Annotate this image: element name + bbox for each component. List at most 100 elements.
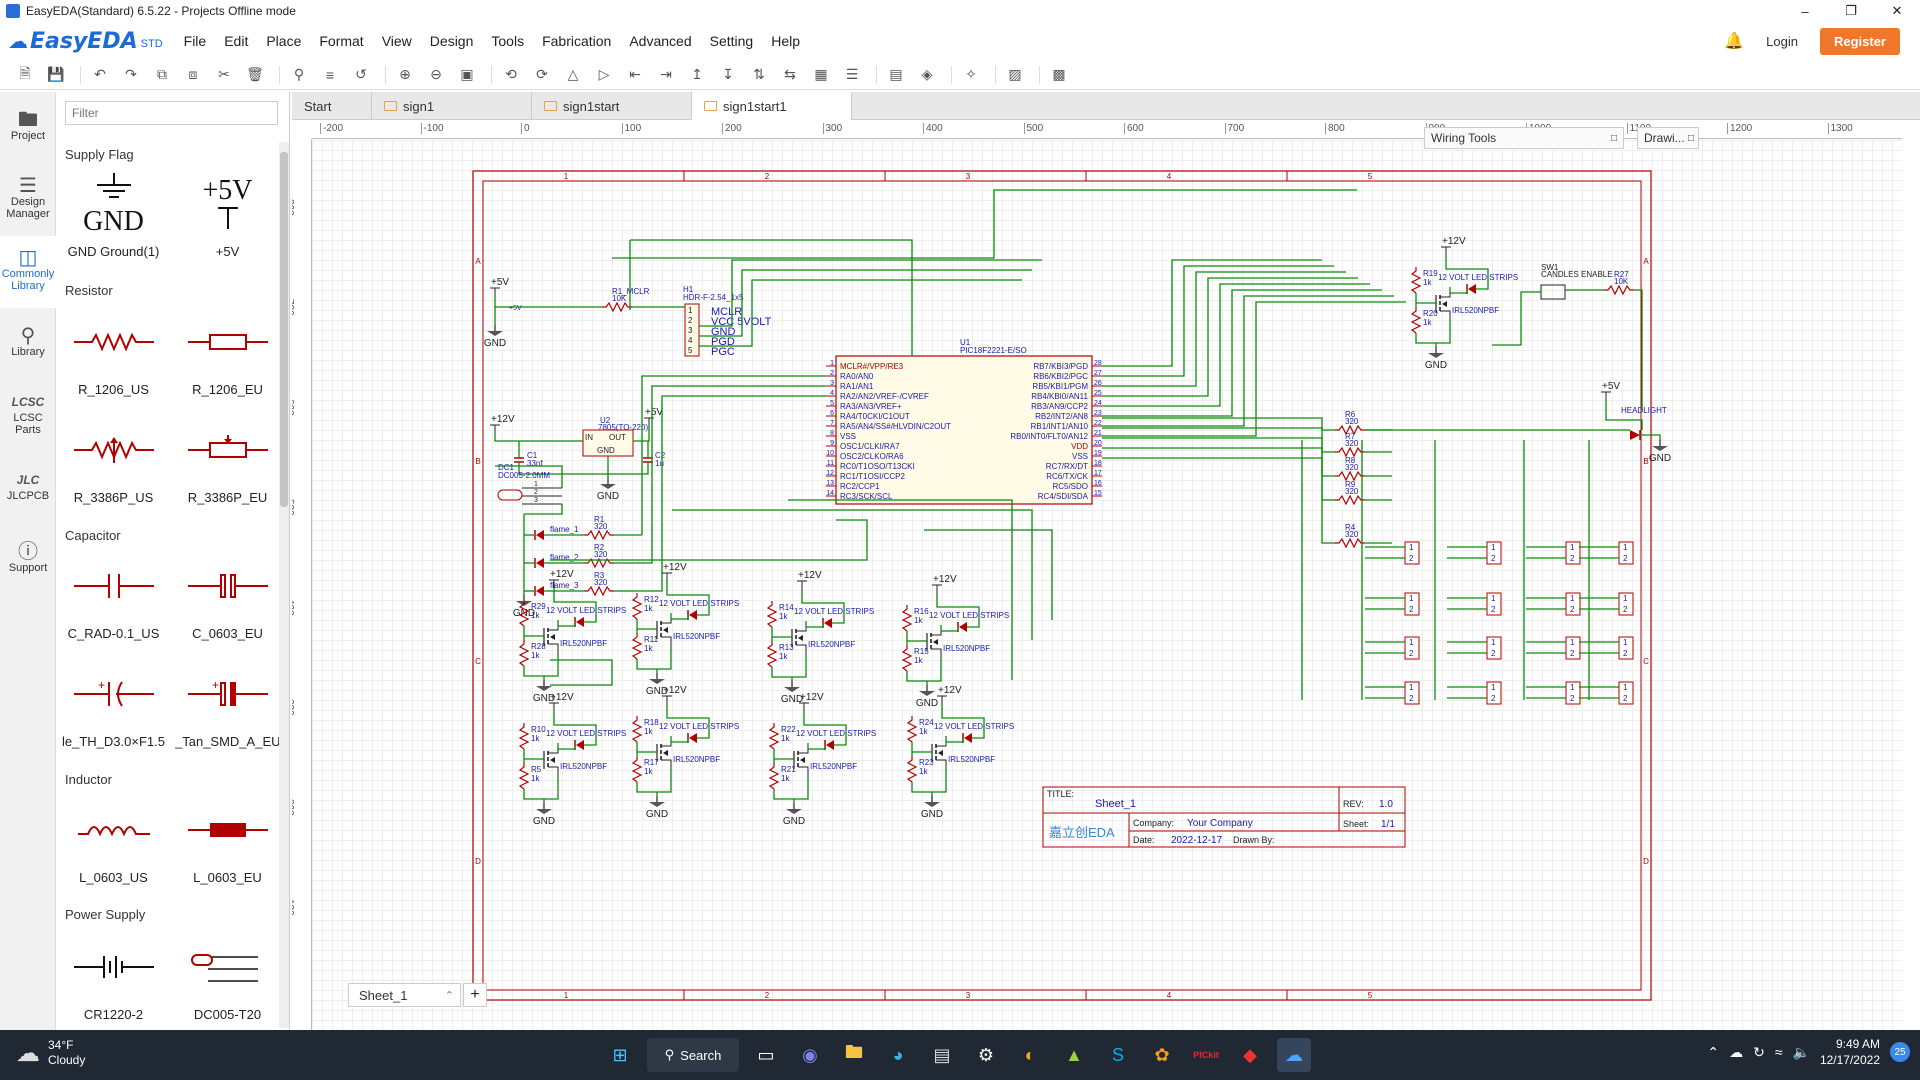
easyeda-taskbar-icon[interactable]: ☁ xyxy=(1277,1038,1311,1072)
nav-commonly-library[interactable]: ◫Commonly Library xyxy=(0,236,56,308)
connector-pin[interactable]: 2 xyxy=(1491,694,1496,703)
frame-row-label[interactable]: A xyxy=(475,257,481,266)
header-pin-number[interactable]: 4 xyxy=(688,336,693,345)
sheet-value[interactable]: 1/1 xyxy=(1381,819,1395,830)
wire[interactable] xyxy=(495,465,563,488)
strip-label[interactable]: 12 VOLT LED STRIPS xyxy=(659,599,739,608)
led-symbol[interactable] xyxy=(964,733,972,743)
resistor-value[interactable]: 1k xyxy=(644,604,653,613)
speaker-icon[interactable]: 🔈 xyxy=(1792,1043,1810,1060)
mcu-pin-name[interactable]: RB3/AN9/CCP2 xyxy=(1031,402,1088,411)
led-connector[interactable] xyxy=(1404,636,1420,660)
wire[interactable] xyxy=(924,529,1053,620)
resistor-ref[interactable]: R23 xyxy=(919,758,934,767)
minimize-button[interactable]: – xyxy=(1801,3,1809,19)
resistor-value[interactable]: 10K xyxy=(612,294,627,303)
mosfet-symbol[interactable] xyxy=(663,750,668,756)
led-label[interactable]: flame_1 xyxy=(550,525,579,534)
mosfet-symbol[interactable] xyxy=(931,648,942,659)
gnd-label[interactable]: GND xyxy=(781,694,803,705)
rev-label[interactable]: REV: xyxy=(1343,799,1364,809)
mosfet-label[interactable]: IRL520NPBF xyxy=(673,632,720,641)
wire[interactable] xyxy=(670,736,689,743)
chevron-up-icon[interactable]: ⌃ xyxy=(444,989,454,1002)
resistor-ref[interactable]: R4 xyxy=(1345,523,1356,532)
connector-pin[interactable]: 1 xyxy=(1623,638,1628,647)
wiring-tools-panel[interactable]: Wiring Tools□ xyxy=(1424,127,1624,149)
led-connector[interactable] xyxy=(1486,592,1502,616)
resistor-symbol[interactable] xyxy=(602,301,632,313)
headlight-led[interactable] xyxy=(1630,430,1640,440)
mcu-pin-number[interactable]: 14 xyxy=(826,490,834,497)
connector-pin[interactable]: 2 xyxy=(1623,649,1628,658)
resistor-symbol[interactable] xyxy=(1410,267,1422,294)
led-symbol[interactable] xyxy=(576,740,584,750)
connector-pin[interactable]: 1 xyxy=(1623,543,1628,552)
wire[interactable] xyxy=(557,743,576,750)
close-button[interactable]: ✕ xyxy=(1891,3,1903,18)
headlight-label[interactable]: HEADLIGHT xyxy=(1621,406,1667,415)
frame-column-label[interactable]: 4 xyxy=(1167,172,1172,181)
mosfet-symbol[interactable] xyxy=(661,636,672,647)
capacitor-ref[interactable]: C2 xyxy=(655,451,666,460)
resistor-value[interactable]: 1k xyxy=(531,734,540,743)
app-icon[interactable]: ▲ xyxy=(1065,1044,1083,1065)
resistor-value[interactable]: 1k xyxy=(781,774,790,783)
led-connector[interactable] xyxy=(1486,636,1502,660)
find-icon[interactable]: ⚲ xyxy=(293,66,305,82)
find-similar-icon[interactable]: ↺ xyxy=(355,66,367,82)
resistor-value[interactable]: 320 xyxy=(594,550,608,559)
resistor-value[interactable]: 1k xyxy=(914,616,923,625)
cut-icon[interactable]: ✂ xyxy=(218,66,230,82)
mcu-pin-number[interactable]: 22 xyxy=(1094,420,1102,427)
header-pin-name[interactable]: VCC 5VOLT xyxy=(711,316,772,328)
wire[interactable] xyxy=(550,659,613,686)
resistor-symbol[interactable] xyxy=(766,601,778,628)
align-grid-icon[interactable]: ▦ xyxy=(814,66,828,82)
mcu-pin-number[interactable]: 12 xyxy=(826,470,834,477)
resistor-ref[interactable]: R19 xyxy=(1423,269,1438,278)
gnd-label[interactable]: GND xyxy=(533,816,555,827)
gnd-symbol[interactable] xyxy=(536,686,552,691)
flip-vertical-icon[interactable]: ▷ xyxy=(598,66,610,82)
gnd-label[interactable]: GND xyxy=(1649,453,1671,464)
mcu-pin-name[interactable]: RC4/SDI/SDA xyxy=(1038,492,1089,501)
resistor-value[interactable]: 320 xyxy=(594,578,608,587)
wire[interactable] xyxy=(630,239,913,356)
power-label[interactable]: +12V xyxy=(798,570,822,581)
resistor-ref[interactable]: R14 xyxy=(779,603,794,612)
connector-pin[interactable]: 1 xyxy=(1623,594,1628,603)
power-label[interactable]: +12V xyxy=(491,414,515,425)
find-replace-icon[interactable]: ≡ xyxy=(325,66,335,83)
mosfet-symbol[interactable] xyxy=(548,620,559,631)
mosfet-symbol[interactable] xyxy=(933,639,938,645)
connector-pin[interactable]: 2 xyxy=(1409,694,1414,703)
windows-start-icon[interactable]: ⊞ xyxy=(612,1044,628,1065)
frame-column-label[interactable]: 5 xyxy=(1368,172,1373,181)
power-label[interactable]: +5V xyxy=(645,407,663,418)
resistor-symbol[interactable] xyxy=(518,723,530,750)
header-part[interactable]: HDR-F-2.54_1x5 xyxy=(683,293,744,302)
mosfet-symbol[interactable] xyxy=(661,736,672,747)
mcu-ref[interactable]: U1 xyxy=(960,338,971,347)
led-connector[interactable] xyxy=(1565,541,1581,565)
connector-pin[interactable]: 1 xyxy=(1570,683,1575,692)
wire[interactable] xyxy=(773,777,809,800)
strip-label[interactable]: 12 VOLT LED STRIPS xyxy=(1438,273,1518,282)
resistor-symbol[interactable] xyxy=(768,763,780,790)
nav-library[interactable]: ⚲Library xyxy=(0,308,56,380)
mosfet-symbol[interactable] xyxy=(798,743,809,754)
frame-column-label[interactable]: 3 xyxy=(966,172,971,181)
menu-view[interactable]: View xyxy=(381,33,412,49)
task-view-icon[interactable]: ▭ xyxy=(757,1044,775,1065)
restore-icon[interactable]: □ xyxy=(1687,132,1694,144)
mosfet-symbol[interactable] xyxy=(796,621,807,632)
company-label[interactable]: Company: xyxy=(1133,818,1174,828)
nav-project[interactable]: 🖿Project xyxy=(0,92,56,164)
mosfet-symbol[interactable] xyxy=(661,759,672,770)
mosfet-symbol[interactable] xyxy=(663,627,668,633)
resistor-ref[interactable]: R15 xyxy=(914,647,929,656)
wire[interactable] xyxy=(666,581,710,616)
